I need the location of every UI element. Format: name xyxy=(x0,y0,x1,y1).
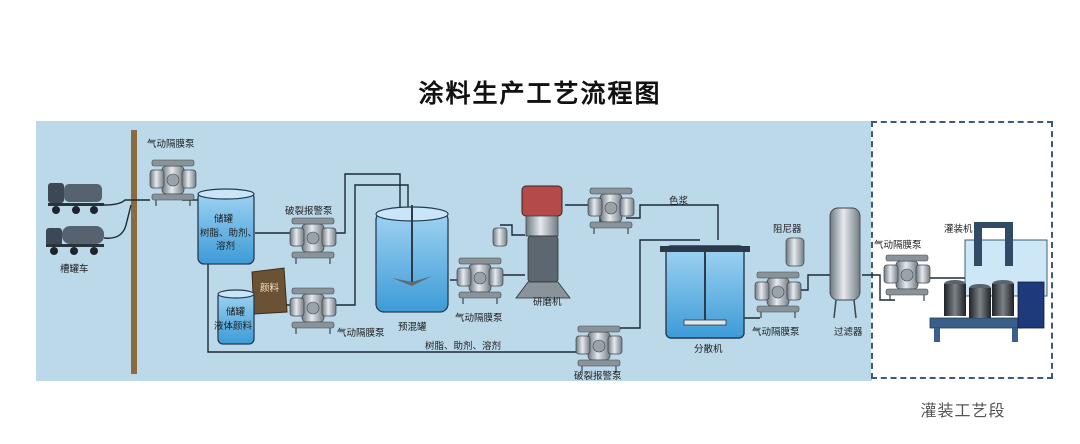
burst-alarm-2-label: 破裂报警泵 xyxy=(574,370,622,382)
damper-label: 阻尼器 xyxy=(773,224,802,235)
tank2-content: 液体颜料 xyxy=(214,320,253,332)
pipe-bottom-label: 树脂、助剂、溶剂 xyxy=(425,340,501,352)
pump-top-label: 气动隔膜泵 xyxy=(147,138,195,150)
page-title: 涂料生产工艺流程图 xyxy=(418,79,662,108)
pigment-bag-label: 颜料 xyxy=(260,282,280,294)
storage-tank-resin xyxy=(197,188,255,265)
premix-valve xyxy=(492,227,508,247)
filter xyxy=(829,207,861,319)
disperser-tank xyxy=(660,245,750,339)
tank2-name: 储罐 xyxy=(226,306,246,318)
diaphragm-pump-disperser xyxy=(754,271,802,319)
diaphragm-pump-paste xyxy=(587,187,635,235)
pump-premix-label: 气动隔膜泵 xyxy=(455,312,503,324)
diaphragm-pump-top xyxy=(149,159,197,207)
burst-alarm-1-label: 破裂报警泵 xyxy=(285,205,333,217)
diaphragm-pump-filling xyxy=(883,254,931,302)
diaphragm-pump-lower xyxy=(289,287,337,335)
grinder-label: 研磨机 xyxy=(533,296,562,308)
filling-machine-label: 灌装机 xyxy=(944,223,973,235)
pipeline xyxy=(103,173,980,353)
premix-tank xyxy=(375,205,449,313)
tanker-label: 槽罐车 xyxy=(60,263,89,275)
damper xyxy=(785,237,805,267)
diaphragm-pump-premix xyxy=(456,257,504,305)
tank1-content: 树脂、助剂、 xyxy=(200,227,257,239)
pump-lower-label: 气动隔膜泵 xyxy=(337,327,385,339)
tanker-truck xyxy=(46,183,104,255)
burst-alarm-pump-2 xyxy=(575,325,623,373)
color-paste-label: 色浆 xyxy=(669,195,689,207)
pump-disperser-label: 气动隔膜泵 xyxy=(752,326,800,338)
filter-label: 过滤器 xyxy=(834,326,863,338)
filling-machine xyxy=(929,222,1048,342)
burst-alarm-pump-1 xyxy=(289,217,337,265)
filling-section-caption: 灌装工艺段 xyxy=(920,401,1006,420)
disperser-label: 分散机 xyxy=(694,343,723,355)
tank1-content2: 溶剂 xyxy=(216,240,235,252)
pump-filling-label: 气动隔膜泵 xyxy=(874,239,922,251)
premix-tank-label: 预混罐 xyxy=(398,321,427,333)
tank1-name: 储罐 xyxy=(214,213,234,225)
storage-tank-liquid-pigment xyxy=(217,289,255,345)
grinder xyxy=(515,185,571,299)
loading-wall xyxy=(131,130,137,374)
